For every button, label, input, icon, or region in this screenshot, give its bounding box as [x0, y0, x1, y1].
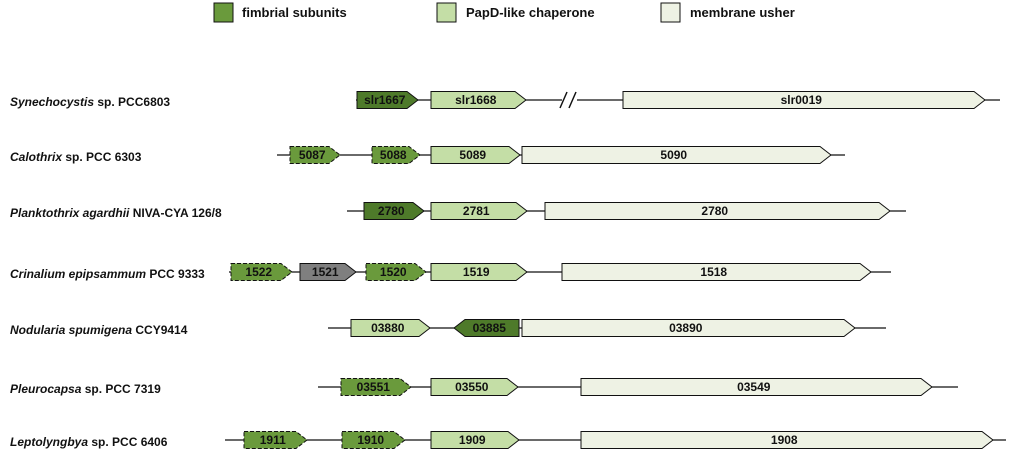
- species-genus: Pleurocapsa: [10, 382, 82, 396]
- species-label: Leptolyngbya sp. PCC 6406: [10, 435, 168, 449]
- break-mark-icon: [559, 91, 577, 109]
- species-genus: Planktothrix agardhii: [10, 206, 130, 220]
- gene-label: 1911: [260, 433, 286, 447]
- legend-item-usher: membrane usher: [660, 2, 795, 23]
- gene-arrow-usher: [544, 202, 891, 220]
- legend-item-fimbrial: fimbrial subunits: [213, 2, 347, 23]
- gene-arrow-fimbrial_dark: [453, 319, 520, 337]
- legend-swatch: [213, 2, 234, 23]
- gene-label: 03550: [455, 380, 489, 394]
- cluster-row: Calothrix sp. PCC 6303 5087 5088 5089 5090: [10, 146, 845, 164]
- species-genus: Synechocystis: [10, 95, 94, 109]
- gene-label: 1910: [357, 433, 384, 447]
- gene-label: slr1667: [364, 93, 406, 107]
- gene-arrow-chaperone: [430, 431, 520, 449]
- gene-label: slr0019: [781, 93, 823, 107]
- gene-arrow-chaperone: [430, 263, 528, 281]
- gene-label: 03549: [737, 380, 771, 394]
- legend-swatch: [436, 2, 457, 23]
- gene-label: 5089: [459, 148, 486, 162]
- legend-label: PapD-like chaperone: [466, 5, 595, 20]
- cluster-row: Leptolyngbya sp. PCC 6406 1911 1910 1909 190…: [10, 431, 1006, 449]
- species-label: Calothrix sp. PCC 6303: [10, 150, 142, 164]
- legend-label: fimbrial subunits: [242, 5, 347, 20]
- gene-label: 1522: [245, 265, 272, 279]
- gene-arrow-usher: [521, 146, 832, 164]
- gene-label: 5088: [380, 148, 407, 162]
- gene-arrow-usher: [622, 91, 986, 109]
- legend-swatch: [660, 2, 681, 23]
- gene-label: 1519: [463, 265, 490, 279]
- gene-arrow-fimbrial: [340, 378, 412, 396]
- gene-label: 2781: [463, 204, 490, 218]
- species-label: Crinalium epipsammum PCC 9333: [10, 267, 205, 281]
- species-label: Synechocystis sp. PCC6803: [10, 95, 170, 109]
- gene-arrow-fimbrial: [341, 431, 406, 449]
- species-strain: sp. PCC 6303: [62, 150, 142, 164]
- gene-label: 1908: [771, 433, 798, 447]
- gene-arrow-usher: [580, 378, 933, 396]
- gene-label: 03890: [669, 321, 703, 335]
- gene-arrow-fimbrial: [289, 146, 341, 164]
- gene-label: 2780: [701, 204, 728, 218]
- cluster-row: Synechocystis sp. PCC6803 slr1667 slr1668 s…: [10, 91, 1000, 109]
- gene-label: 1521: [312, 265, 339, 279]
- gene-label: 1518: [700, 265, 727, 279]
- species-strain: sp. PCC 6406: [88, 435, 168, 449]
- cluster-row: Crinalium epipsammum PCC 9333 1522 1521 152…: [10, 263, 891, 281]
- gene-arrow-chaperone: [430, 202, 528, 220]
- gene-label: 03551: [357, 380, 391, 394]
- species-label: Nodularia spumigena CCY9414: [10, 323, 188, 337]
- species-genus: Calothrix: [10, 150, 63, 164]
- gene-arrow-fimbrial_dark: [356, 91, 419, 109]
- legend-label: membrane usher: [690, 5, 795, 20]
- species-genus: Leptolyngbya: [10, 435, 88, 449]
- species-strain: CCY9414: [132, 323, 188, 337]
- species-label: Pleurocapsa sp. PCC 7319: [10, 382, 161, 396]
- gene-arrow-chaperone: [430, 91, 527, 109]
- gene-arrow-fimbrial: [365, 263, 427, 281]
- species-strain: NIVA-CYA 126/8: [129, 206, 222, 220]
- gene-arrow-chaperone: [430, 146, 521, 164]
- gene-label: 1909: [459, 433, 486, 447]
- gene-label: 03880: [371, 321, 405, 335]
- gene-arrow-unknown: [299, 263, 357, 281]
- species-strain: PCC 9333: [146, 267, 205, 281]
- gene-arrow-fimbrial: [243, 431, 308, 449]
- cluster-row: Nodularia spumigena CCY9414 03880 03885 038…: [10, 319, 886, 337]
- gene-label: slr1668: [455, 93, 497, 107]
- species-label: Planktothrix agardhii NIVA-CYA 126/8: [10, 206, 222, 220]
- cluster-row: Pleurocapsa sp. PCC 7319 03551 03550 03549: [10, 378, 958, 396]
- gene-label: 5090: [660, 148, 687, 162]
- species-strain: sp. PCC6803: [94, 95, 170, 109]
- gene-arrow-fimbrial_dark: [363, 202, 425, 220]
- species-genus: Crinalium epipsammum: [10, 267, 146, 281]
- species-genus: Nodularia spumigena: [10, 323, 132, 337]
- gene-arrow-usher: [580, 431, 994, 449]
- gene-arrow-usher: [561, 263, 872, 281]
- gene-label: 5087: [299, 148, 326, 162]
- cluster-row: Planktothrix agardhii NIVA-CYA 126/8 2780…: [10, 202, 906, 220]
- gene-arrow-chaperone: [430, 378, 519, 396]
- gene-arrow-chaperone: [350, 319, 431, 337]
- gene-label: 1520: [380, 265, 407, 279]
- gene-arrow-fimbrial: [371, 146, 421, 164]
- gene-label: 03885: [473, 321, 507, 335]
- gene-arrow-usher: [521, 319, 856, 337]
- legend-item-chaperone: PapD-like chaperone: [436, 2, 595, 23]
- gene-label: 2780: [378, 204, 405, 218]
- species-strain: sp. PCC 7319: [81, 382, 161, 396]
- gene-arrow-fimbrial: [230, 263, 293, 281]
